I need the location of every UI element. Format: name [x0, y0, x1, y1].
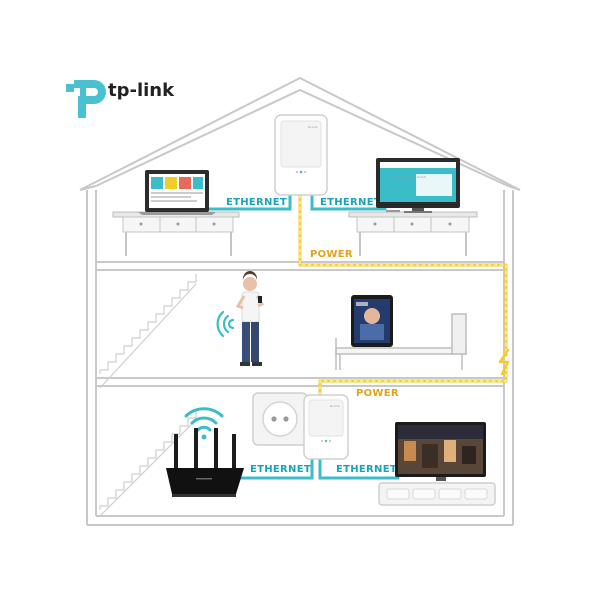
desktop-monitor: Zum Shoppen bereit: [376, 158, 460, 213]
adapter-top-logo: tp-link: [308, 125, 318, 129]
logo-text: tp-link: [108, 80, 175, 101]
ethernet-cable-bottom-left: [230, 456, 314, 480]
desk-right: [348, 211, 478, 256]
staircase-lower: [99, 410, 197, 517]
power-cable-bottom: [318, 366, 508, 397]
power-label-bottom: POWER: [356, 388, 399, 399]
house-outline: [79, 77, 521, 526]
desk-left: [112, 211, 240, 256]
signal-icon: [216, 310, 235, 338]
staircase-upper: [99, 274, 197, 389]
monitor-screen-text: Zum Shoppen bereit: [395, 175, 427, 179]
ethernet-cable-top-right: [310, 193, 387, 211]
tv-cabinet: [378, 482, 496, 506]
ethernet-cables: [208, 193, 400, 480]
powerline-adapter-bottom: tp-link: [303, 394, 349, 460]
ethernet-label-bottom-left: ETHERNET: [250, 464, 311, 475]
ethernet-label-bottom-right: ETHERNET: [336, 464, 397, 475]
adapter-bottom-logo: tp-link: [330, 404, 340, 408]
tp-link-logo-icon: [66, 80, 106, 118]
bed: [335, 313, 467, 370]
tablet: [351, 295, 393, 347]
ethernet-cable-top-left: [208, 193, 292, 211]
lightning-icon: [498, 348, 510, 376]
power-cables: [298, 193, 510, 397]
wifi-icon: [184, 407, 224, 440]
laptop: [138, 170, 216, 215]
ethernet-cable-bottom-right: [318, 456, 400, 480]
router: [166, 428, 244, 497]
person: [235, 270, 265, 366]
powerline-adapter-top: tp-link: [274, 114, 328, 196]
tp-link-logo: tp-link: [66, 80, 175, 118]
wall-socket: [252, 392, 308, 446]
television: [395, 422, 486, 481]
ethernet-label-top-left: ETHERNET: [226, 197, 287, 208]
power-label-top: POWER: [310, 249, 353, 260]
ethernet-label-top-right: ETHERNET: [320, 197, 381, 208]
